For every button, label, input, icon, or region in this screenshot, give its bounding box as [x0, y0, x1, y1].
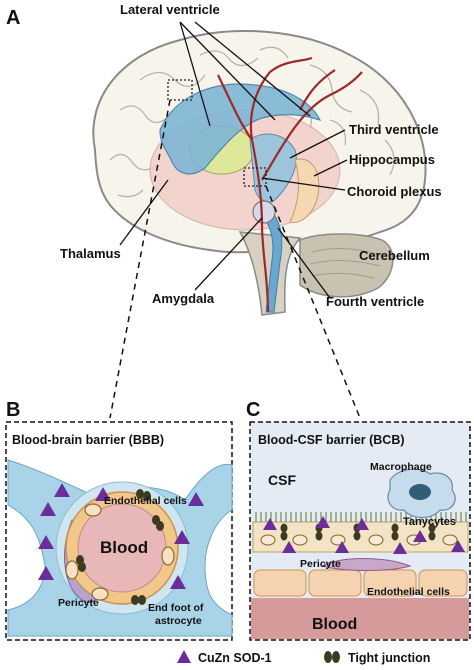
endothelial-nucleus [91, 587, 109, 601]
dotted-box-bbb [167, 79, 193, 101]
label-c-macrophage: Macrophage [370, 461, 432, 473]
macrophage-nucleus [409, 484, 431, 500]
label-b-end-foot-1: End foot of [148, 602, 204, 614]
legend-cuzn-sod1: CuZn SOD-1 [198, 651, 272, 665]
label-amygdala: Amygdala [152, 291, 215, 306]
tight-junctions-b [76, 489, 164, 605]
zoom-connectors [109, 99, 361, 419]
panel-b-letter: B [6, 399, 20, 421]
cerebellum-folia [309, 247, 381, 279]
blood-region-c [251, 598, 469, 639]
brain-illustration [92, 30, 427, 316]
panel-b: B Blood-brain barrier (BBB) [5, 399, 233, 641]
label-choroid-plexus: Choroid plexus [347, 184, 442, 199]
label-c-csf: CSF [268, 472, 296, 488]
panel-b-title: Blood-brain barrier (BBB) [12, 433, 164, 447]
cuzn-sod1-markers-c [263, 516, 465, 554]
label-c-pericyte: Pericyte [300, 558, 341, 570]
amygdala-shape [252, 200, 276, 224]
endothelial-nucleus [161, 546, 175, 566]
endothelial-cells-c [253, 569, 468, 597]
panel-a: A [6, 2, 442, 316]
label-third-ventricle: Third ventricle [349, 122, 439, 137]
label-thalamus: Thalamus [60, 246, 121, 261]
panel-a-letter: A [6, 7, 20, 29]
label-c-tanycytes: Tanycytes [403, 516, 456, 528]
legend-triangle-icon [177, 650, 191, 663]
fourth-ventricle-shape [261, 209, 283, 313]
endothelial-nucleus [84, 503, 102, 517]
panel-c: C Blood-CSF barrier (BCB) [246, 399, 471, 641]
label-c-endothelial-cells: Endothelial cells [367, 586, 450, 598]
panel-c-letter: C [246, 399, 260, 421]
label-lateral-ventricle: Lateral ventricle [120, 2, 220, 17]
tanycyte-nuclei [260, 534, 458, 546]
legend: CuZn SOD-1 Tight junction [177, 650, 430, 665]
panel-c-title: Blood-CSF barrier (BCB) [258, 433, 405, 447]
label-b-blood: Blood [100, 538, 148, 557]
label-b-endothelial-cells: Endothelial cells [104, 495, 187, 507]
label-hippocampus: Hippocampus [349, 152, 435, 167]
pericyte-c [320, 558, 412, 571]
label-b-end-foot-2: astrocyte [155, 615, 202, 627]
label-fourth-ventricle: Fourth ventricle [326, 294, 424, 309]
blood-vessels [217, 56, 363, 313]
panel-a-pointers [119, 21, 348, 299]
label-b-pericyte: Pericyte [58, 597, 99, 609]
tight-junctions-c [280, 523, 436, 541]
label-c-blood: Blood [312, 616, 357, 633]
legend-tight-junction: Tight junction [348, 651, 430, 665]
label-cerebellum: Cerebellum [359, 248, 430, 263]
hippocampus-shape [289, 158, 320, 224]
pericyte-nucleus [65, 560, 79, 580]
legend-junction-icon [324, 651, 340, 663]
cuzn-sod1-markers-b [38, 483, 204, 589]
